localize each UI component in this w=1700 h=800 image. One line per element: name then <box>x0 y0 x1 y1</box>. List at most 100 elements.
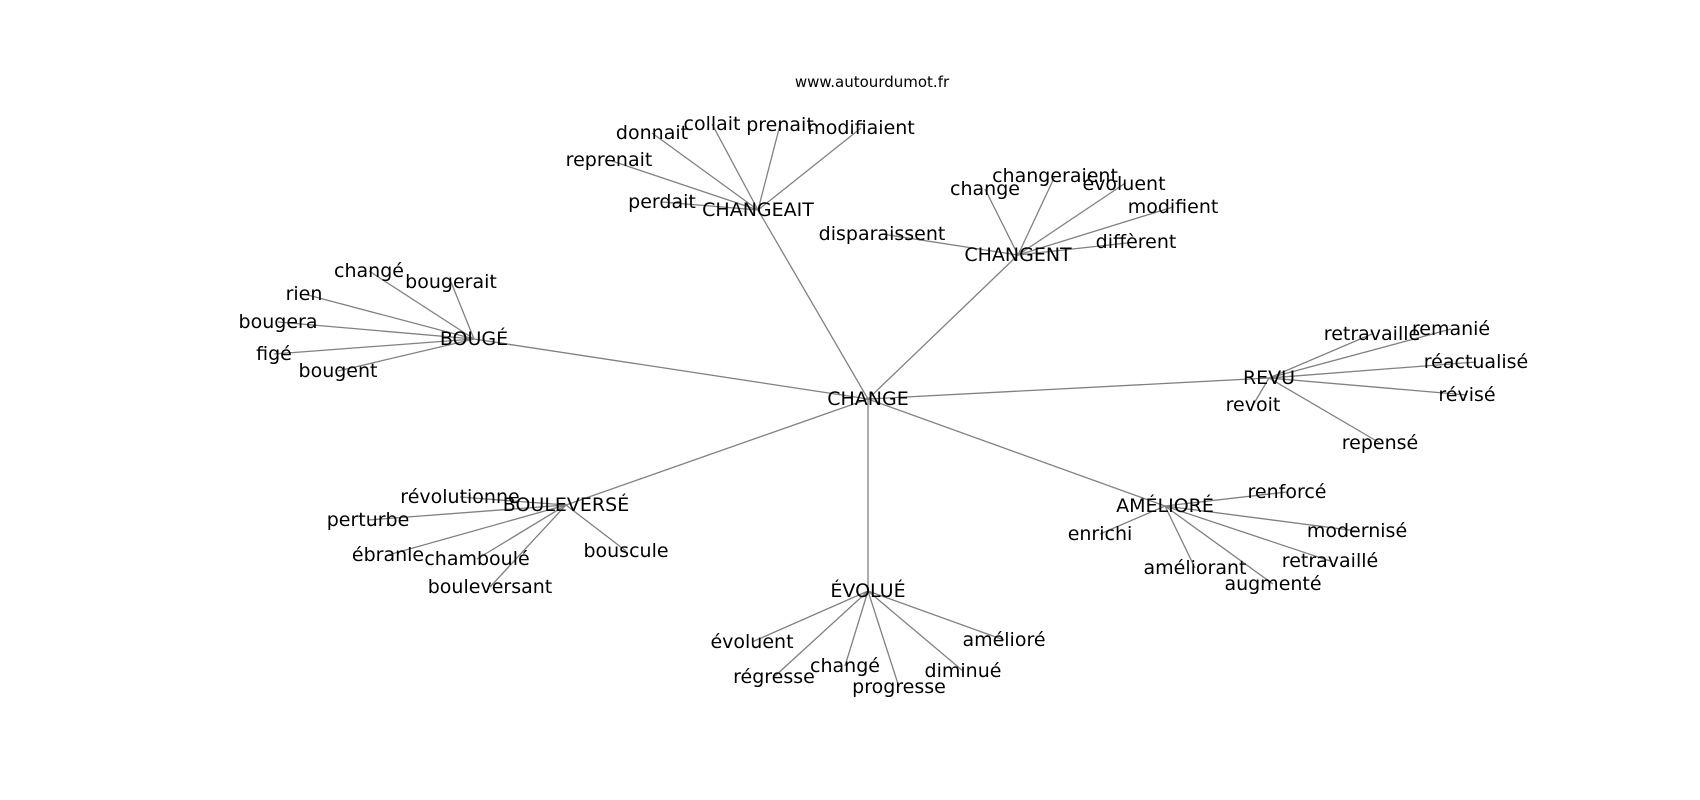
edge-hub-to-word <box>1017 206 1174 256</box>
related-word[interactable]: retravaille <box>1324 323 1420 345</box>
edge-hub-to-word <box>387 504 567 556</box>
related-word[interactable]: amélioré <box>962 629 1045 651</box>
hub-word[interactable]: AMÉLIORÉ <box>1116 494 1214 517</box>
edge-hub-to-word <box>1099 505 1166 535</box>
graph-labels: www.autourdumot.fr CHANGE CHANGEAIT donnai… <box>239 73 1529 698</box>
edge-hub-to-word <box>984 188 1019 256</box>
related-word[interactable]: renforcé <box>1248 481 1327 503</box>
related-word[interactable]: bouleversant <box>428 576 552 598</box>
edge-root-to-hub <box>565 398 869 506</box>
edge-hub-to-word <box>1017 241 1137 256</box>
hub-word[interactable]: ÉVOLUÉ <box>830 579 905 602</box>
edge-hub-to-word <box>1017 183 1125 256</box>
edge-hub-to-word <box>1268 377 1381 444</box>
edge-hub-to-word <box>368 270 475 340</box>
edge-hub-to-word <box>1017 175 1056 256</box>
edge-hub-to-word <box>367 504 567 521</box>
edge-root-to-hub <box>473 338 869 400</box>
related-word[interactable]: enrichi <box>1068 523 1133 545</box>
edge-root-to-hub <box>867 398 1166 507</box>
edge-hub-to-word <box>1164 505 1274 585</box>
related-word[interactable]: révolutionne <box>400 486 519 508</box>
related-word[interactable]: diminué <box>925 660 1002 682</box>
related-word[interactable]: chamboulé <box>424 548 529 570</box>
edge-hub-to-word <box>450 281 475 340</box>
related-word[interactable]: figé <box>256 343 292 365</box>
related-word[interactable]: changé <box>810 655 880 677</box>
related-word[interactable]: prenait <box>746 114 814 136</box>
related-word[interactable]: améliorant <box>1144 557 1247 579</box>
edge-hub-to-word <box>1268 377 1468 396</box>
related-word[interactable]: bougera <box>239 311 318 333</box>
related-word[interactable]: bougent <box>299 360 378 382</box>
edge-hub-to-word <box>1252 377 1270 406</box>
edge-hub-to-word <box>273 338 475 355</box>
related-word[interactable]: changeraient <box>992 165 1118 187</box>
related-word[interactable]: donnait <box>616 122 688 144</box>
related-word[interactable]: modifient <box>1128 196 1219 218</box>
edge-hub-to-word <box>773 590 869 678</box>
edge-hub-to-word <box>1164 505 1358 532</box>
edge-hub-to-word <box>277 321 475 340</box>
related-word[interactable]: modernisé <box>1307 520 1407 542</box>
related-word[interactable]: perdait <box>628 191 696 213</box>
related-word[interactable]: réactualisé <box>1424 351 1528 373</box>
edge-hub-to-word <box>867 590 900 688</box>
related-word[interactable]: régresse <box>733 666 815 688</box>
hub-word[interactable]: REVU <box>1243 367 1295 389</box>
related-word[interactable]: évoluent <box>1082 173 1165 195</box>
edge-hub-to-word <box>881 233 1019 256</box>
related-word[interactable]: progresse <box>852 676 946 698</box>
edge-hub-to-word <box>757 124 781 211</box>
site-watermark: www.autourdumot.fr <box>795 73 950 91</box>
edge-hub-to-word <box>757 127 862 211</box>
edge-hub-to-word <box>651 132 759 211</box>
related-word[interactable]: révisé <box>1438 384 1495 406</box>
edge-hub-to-word <box>661 201 759 211</box>
edge-hub-to-word <box>1268 333 1373 379</box>
related-word[interactable]: augmenté <box>1224 573 1321 595</box>
edge-hub-to-word <box>867 590 964 672</box>
edge-hub-to-word <box>1268 328 1452 379</box>
edge-hub-to-word <box>608 159 759 211</box>
related-word[interactable]: changé <box>334 260 404 282</box>
related-word[interactable]: diffèrent <box>1096 231 1177 253</box>
edge-hub-to-word <box>844 590 869 667</box>
edge-hub-to-word <box>476 504 567 560</box>
edge-hub-to-word <box>1164 505 1196 569</box>
hub-word[interactable]: BOULEVERSÉ <box>503 493 629 516</box>
related-word[interactable]: collait <box>684 113 741 135</box>
hub-word[interactable]: CHANGEAIT <box>702 199 814 221</box>
edge-hub-to-word <box>565 504 627 552</box>
related-word[interactable]: rien <box>286 283 323 305</box>
edge-hub-to-word <box>711 123 759 211</box>
edge-hub-to-word <box>337 338 475 372</box>
related-word[interactable]: bougerait <box>405 271 497 293</box>
edge-root-to-hub <box>867 254 1019 400</box>
related-word[interactable]: change <box>950 178 1020 200</box>
related-word[interactable]: repensé <box>1342 432 1418 454</box>
edge-hub-to-word <box>1164 491 1288 507</box>
edge-hub-to-word <box>751 590 869 643</box>
graph-edges <box>273 123 1477 688</box>
edge-root-to-hub <box>757 209 869 400</box>
related-word[interactable]: disparaissent <box>819 223 946 245</box>
edge-hub-to-word <box>1164 505 1331 562</box>
related-word[interactable]: remanié <box>1412 318 1490 340</box>
root-word[interactable]: CHANGE <box>827 388 909 410</box>
related-word[interactable]: perturbe <box>327 509 410 531</box>
edge-hub-to-word <box>303 293 475 340</box>
edge-hub-to-word <box>867 590 1005 641</box>
related-word[interactable]: retravaillé <box>1282 550 1378 572</box>
related-word[interactable]: ébranle <box>352 544 424 566</box>
edge-hub-to-word <box>489 504 567 588</box>
hub-word[interactable]: CHANGENT <box>964 244 1072 266</box>
related-word[interactable]: reprenait <box>566 149 653 171</box>
related-word[interactable]: modifiaient <box>807 117 915 139</box>
related-word[interactable]: bouscule <box>583 540 668 562</box>
related-word[interactable]: revoit <box>1226 394 1281 416</box>
hub-word[interactable]: BOUGÉ <box>440 327 508 350</box>
edge-root-to-hub <box>867 377 1270 400</box>
related-word[interactable]: évoluent <box>710 631 793 653</box>
